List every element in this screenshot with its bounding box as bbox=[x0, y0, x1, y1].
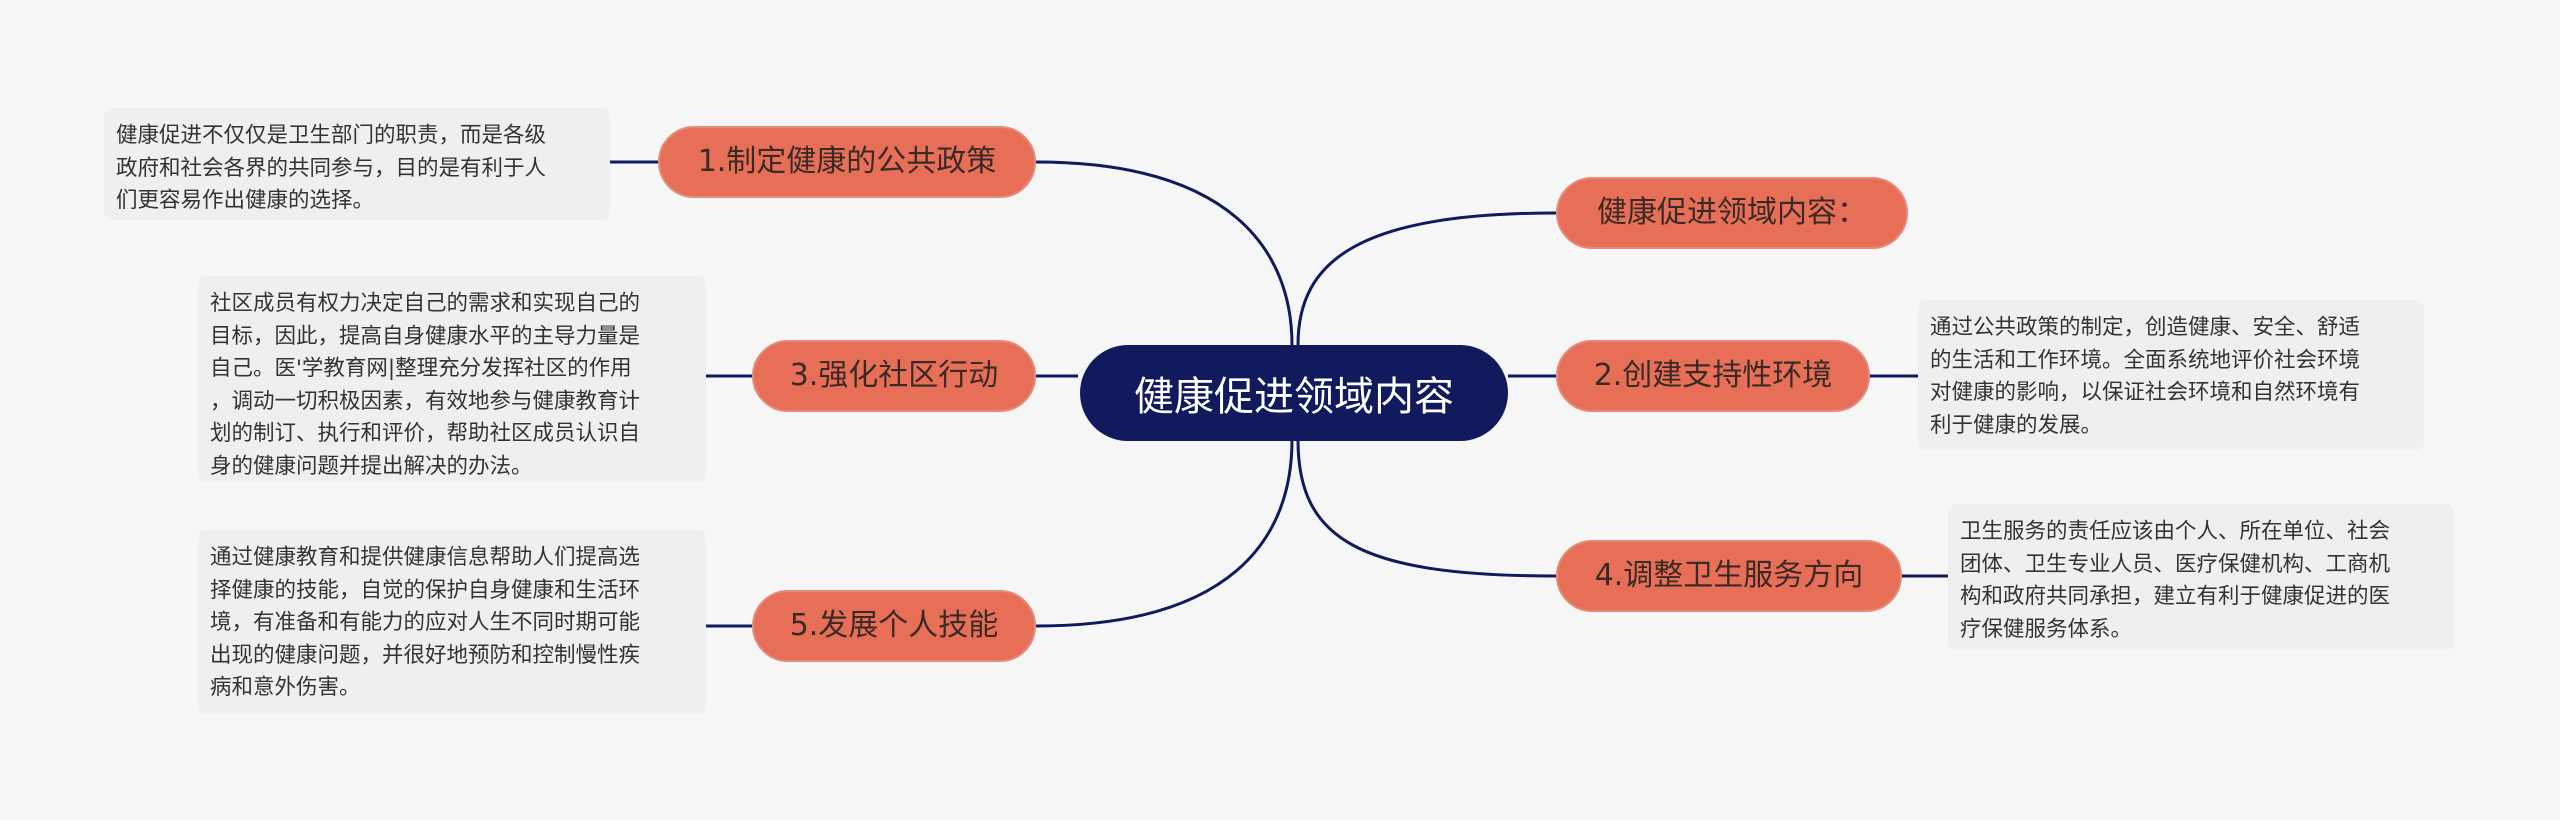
connector-topic-1 bbox=[1035, 160, 1294, 346]
topic-3-label: 3.强化社区行动 bbox=[789, 358, 999, 393]
topic-4-health-services[interactable]: 4.调整卫生服务方向 bbox=[1556, 540, 1902, 612]
note-2-supportive-environment: 通过公共政策的制定，创造健康、安全、舒适 的生活和工作环境。全面系统地评价社会环… bbox=[1918, 300, 2424, 450]
topic-3-community-action[interactable]: 3.强化社区行动 bbox=[752, 340, 1036, 412]
topic-5-label: 5.发展个人技能 bbox=[789, 608, 999, 643]
topic-1-label: 1.制定健康的公共政策 bbox=[697, 144, 997, 179]
topic-intro[interactable]: 健康促进领域内容： bbox=[1556, 177, 1908, 249]
topic-5-personal-skills[interactable]: 5.发展个人技能 bbox=[752, 590, 1036, 662]
note-4-health-services: 卫生服务的责任应该由个人、所在单位、社会 团体、卫生专业人员、医疗保健机构、工商… bbox=[1948, 504, 2454, 650]
topic-2-label: 2.创建支持性环境 bbox=[1593, 358, 1833, 393]
root-node[interactable]: 健康促进领域内容 bbox=[1080, 345, 1508, 441]
connector-topic-4 bbox=[1296, 439, 1557, 578]
topic-1-public-policy[interactable]: 1.制定健康的公共政策 bbox=[658, 126, 1036, 198]
root-label: 健康促进领域内容 bbox=[1134, 374, 1454, 420]
connector-topic-intro bbox=[1296, 211, 1557, 346]
topic-2-supportive-environment[interactable]: 2.创建支持性环境 bbox=[1556, 340, 1870, 412]
topic-intro-label: 健康促进领域内容： bbox=[1597, 195, 1867, 230]
note-1-public-policy: 健康促进不仅仅是卫生部门的职责，而是各级 政府和社会各界的共同参与，目的是有利于… bbox=[104, 108, 610, 220]
connector-topic-5 bbox=[1035, 439, 1294, 628]
topic-4-label: 4.调整卫生服务方向 bbox=[1594, 558, 1864, 593]
note-3-community-action: 社区成员有权力决定自己的需求和实现自己的 目标，因此，提高自身健康水平的主导力量… bbox=[198, 276, 706, 482]
note-5-personal-skills: 通过健康教育和提供健康信息帮助人们提高选 择健康的技能，自觉的保护自身健康和生活… bbox=[198, 530, 706, 714]
